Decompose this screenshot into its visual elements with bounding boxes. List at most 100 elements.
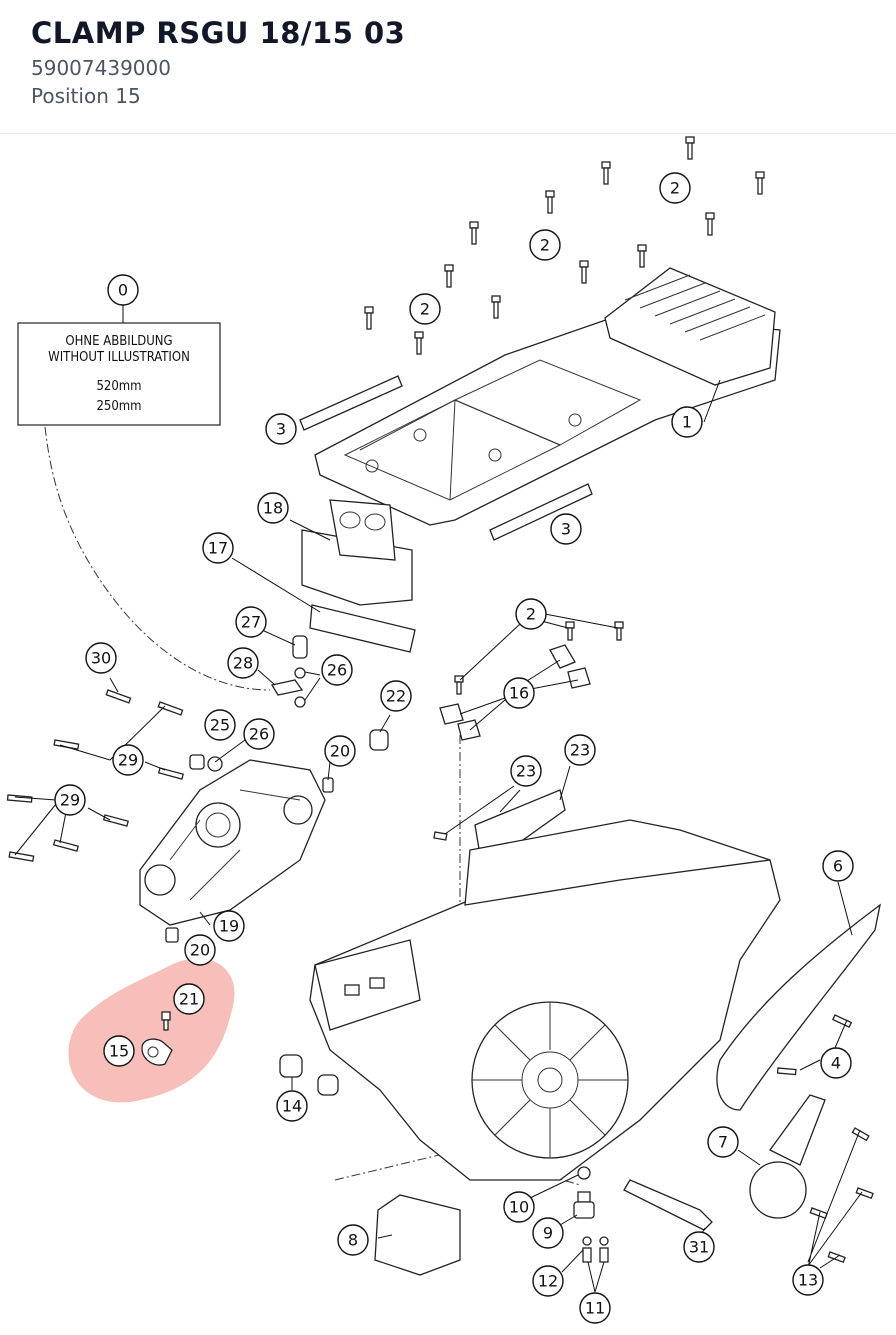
svg-text:2: 2 [420, 300, 430, 319]
svg-text:13: 13 [798, 1271, 818, 1290]
svg-text:7: 7 [718, 1133, 728, 1152]
svg-text:17: 17 [208, 539, 228, 558]
callout-20-b[interactable]: 20 [184, 934, 216, 966]
callout-8[interactable]: 8 [337, 1224, 369, 1256]
svg-text:23: 23 [570, 741, 590, 760]
oring-26 [207, 756, 223, 772]
callout-28[interactable]: 28 [227, 647, 259, 679]
callout-20-a[interactable]: 20 [324, 735, 356, 767]
svg-text:18: 18 [263, 499, 283, 518]
clamp-15 [141, 1011, 173, 1066]
callout-16[interactable]: 16 [503, 677, 535, 709]
note-line-1: OHNE ABBILDUNG [65, 334, 172, 349]
callout-26-a[interactable]: 26 [321, 654, 353, 686]
callout-18[interactable]: 18 [257, 492, 289, 524]
callout-2-d[interactable]: 2 [515, 598, 547, 630]
bolt-group-top [364, 136, 765, 355]
bush-22 [369, 729, 389, 751]
note-line-3: 520mm [96, 379, 141, 394]
svg-text:2: 2 [670, 179, 680, 198]
svg-text:25: 25 [210, 716, 230, 735]
callout-10[interactable]: 10 [503, 1191, 535, 1223]
left-cover-19 [139, 759, 326, 926]
svg-text:3: 3 [561, 520, 571, 539]
svg-text:29: 29 [60, 791, 80, 810]
callout-29-b[interactable]: 29 [54, 784, 86, 816]
svg-text:3: 3 [276, 420, 286, 439]
callout-26-b[interactable]: 26 [243, 718, 275, 750]
bush-20-top [322, 777, 334, 793]
callout-19[interactable]: 19 [213, 910, 245, 942]
callout-4[interactable]: 4 [820, 1047, 852, 1079]
callout-22[interactable]: 22 [380, 680, 412, 712]
header: CLAMP RSGU 18/15 03 59007439000 Position… [0, 0, 896, 134]
svg-text:1: 1 [682, 413, 692, 432]
svg-text:14: 14 [282, 1097, 302, 1116]
callout-29-a[interactable]: 29 [112, 744, 144, 776]
svg-text:28: 28 [233, 654, 253, 673]
callout-23-b[interactable]: 23 [510, 755, 542, 787]
svg-text:9: 9 [543, 1224, 553, 1243]
callout-31[interactable]: 31 [683, 1231, 715, 1263]
svg-text:6: 6 [833, 857, 843, 876]
callout-27[interactable]: 27 [235, 606, 267, 638]
callout-1[interactable]: 1 [671, 406, 703, 438]
exploded-parts-diagram: OHNE ABBILDUNG WITHOUT ILLUSTRATION 520m… [6, 136, 881, 1324]
callout-30[interactable]: 30 [85, 642, 117, 674]
cover-plate [314, 267, 781, 526]
svg-text:26: 26 [327, 661, 347, 680]
callout-23-a[interactable]: 23 [564, 734, 596, 766]
svg-text:29: 29 [118, 751, 138, 770]
bolts-4 [776, 1014, 853, 1076]
callout-3-a[interactable]: 3 [265, 413, 297, 445]
callout-25[interactable]: 25 [204, 709, 236, 741]
main-housing [309, 819, 781, 1181]
callout-21[interactable]: 21 [173, 983, 205, 1015]
svg-text:26: 26 [249, 725, 269, 744]
callout-0[interactable]: 0 [107, 274, 139, 306]
callout-3-b[interactable]: 3 [550, 513, 582, 545]
callout-13[interactable]: 13 [792, 1264, 824, 1296]
decal-top [299, 375, 403, 431]
callout-15[interactable]: 15 [103, 1035, 135, 1067]
svg-text:27: 27 [241, 613, 261, 632]
note-box [17, 322, 221, 426]
bush-20-bottom [165, 927, 179, 943]
bush-25 [189, 754, 205, 770]
highlight-region [68, 958, 235, 1103]
callout-17[interactable]: 17 [202, 532, 234, 564]
svg-text:15: 15 [109, 1042, 129, 1061]
svg-text:0: 0 [118, 281, 128, 300]
callout-9[interactable]: 9 [532, 1217, 564, 1249]
oring-10 [577, 1166, 591, 1180]
axle-31 [623, 1179, 713, 1231]
callout-12[interactable]: 12 [532, 1265, 564, 1297]
leader-lines [14, 379, 863, 1293]
callout-2-b[interactable]: 2 [529, 229, 561, 261]
note-line-2: WITHOUT ILLUSTRATION [48, 350, 190, 365]
bushes-14 [279, 1054, 339, 1096]
screws-13 [809, 1127, 874, 1264]
svg-text:8: 8 [348, 1231, 358, 1250]
page-title: CLAMP RSGU 18/15 03 [31, 16, 406, 50]
svg-text:11: 11 [585, 1299, 605, 1318]
callout-7[interactable]: 7 [707, 1126, 739, 1158]
callout-2-c[interactable]: 2 [409, 293, 441, 325]
svg-text:23: 23 [516, 762, 536, 781]
small-parts-27-28-26 [270, 635, 308, 708]
svg-text:16: 16 [509, 684, 529, 703]
screws-11-12 [582, 1236, 609, 1263]
callout-2-a[interactable]: 2 [659, 172, 691, 204]
callout-14[interactable]: 14 [276, 1090, 308, 1122]
svg-text:2: 2 [526, 605, 536, 624]
callout-11[interactable]: 11 [579, 1292, 611, 1324]
svg-text:19: 19 [219, 917, 239, 936]
svg-text:31: 31 [689, 1238, 709, 1257]
svg-text:20: 20 [330, 742, 350, 761]
svg-text:20: 20 [190, 941, 210, 960]
svg-text:12: 12 [538, 1272, 558, 1291]
brackets-16 [439, 621, 624, 741]
callout-6[interactable]: 6 [822, 850, 854, 882]
svg-text:4: 4 [831, 1054, 841, 1073]
seal-17 [309, 604, 416, 653]
